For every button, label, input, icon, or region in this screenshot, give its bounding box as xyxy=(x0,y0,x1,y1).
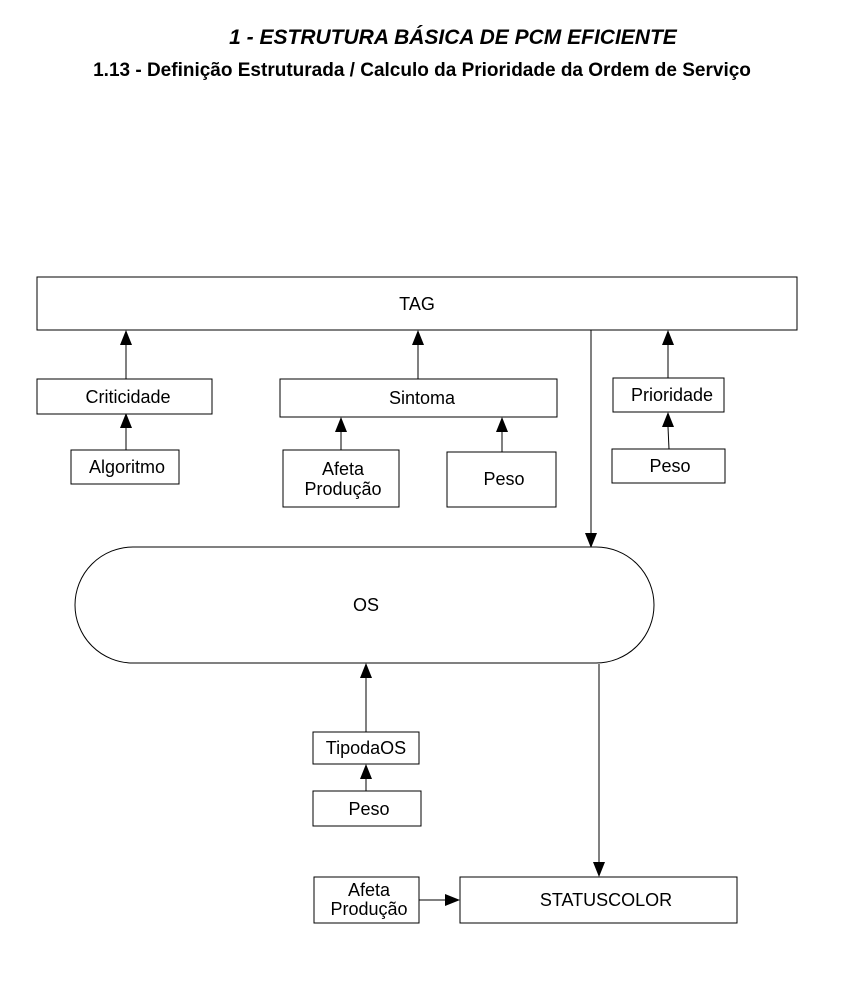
node-tag-label: TAG xyxy=(399,294,435,314)
node-prioridade-label: Prioridade xyxy=(631,385,713,405)
node-peso-tipo: Peso xyxy=(312,790,422,827)
node-tipo-da-os: TipodaOS xyxy=(312,731,420,765)
arrowhead-sintoma-right xyxy=(496,417,508,432)
node-afeta-producao-1: Afeta Produção xyxy=(282,449,400,508)
node-sintoma-label: Sintoma xyxy=(389,388,456,408)
node-algoritmo: Algoritmo xyxy=(70,449,180,485)
node-peso-prioridade-label: Peso xyxy=(649,456,690,476)
connectors xyxy=(120,330,674,906)
arrowhead-os-top xyxy=(585,533,597,548)
node-statuscolor: STATUSCOLOR xyxy=(459,876,738,924)
arrowhead-os-bottom xyxy=(360,663,372,678)
node-peso-prioridade: Peso xyxy=(611,448,726,484)
arrowhead-prioridade xyxy=(662,412,674,427)
node-tipo-da-os-label: TipodaOS xyxy=(326,738,406,758)
node-statuscolor-label: STATUSCOLOR xyxy=(540,890,672,910)
node-afeta-producao-2-line2: Produção xyxy=(330,899,407,919)
arrowhead-tag-criticidade xyxy=(120,330,132,345)
arrowhead-statuscolor-top xyxy=(593,862,605,877)
arrowhead-tag-sintoma xyxy=(412,330,424,345)
node-afeta-producao-2-line1: Afeta xyxy=(348,880,391,900)
arrowhead-sintoma-left xyxy=(335,417,347,432)
node-peso-sintoma: Peso xyxy=(446,451,557,508)
arrowhead-tipo xyxy=(360,764,372,779)
arrowhead-criticidade xyxy=(120,413,132,428)
node-afeta-producao-1-line2: Produção xyxy=(304,479,381,499)
page-subtitle: 1.13 - Definição Estruturada / Calculo d… xyxy=(93,60,751,81)
edge-peso-to-prioridade xyxy=(667,426,670,450)
node-os-label: OS xyxy=(353,595,379,615)
node-peso-tipo-label: Peso xyxy=(348,799,389,819)
node-tag: TAG xyxy=(36,276,798,331)
arrowhead-statuscolor-left xyxy=(445,894,460,906)
node-afeta-producao-1-line1: Afeta xyxy=(322,459,365,479)
node-criticidade-label: Criticidade xyxy=(85,387,170,407)
arrowhead-tag-prioridade xyxy=(662,330,674,345)
node-peso-sintoma-label: Peso xyxy=(483,469,524,489)
node-os: OS xyxy=(74,546,655,664)
node-criticidade: Criticidade xyxy=(36,378,213,415)
node-prioridade: Prioridade xyxy=(612,377,725,413)
node-sintoma: Sintoma xyxy=(279,378,558,418)
page-title: 1 - ESTRUTURA BÁSICA DE PCM EFICIENTE xyxy=(229,26,677,49)
node-afeta-producao-2: Afeta Produção xyxy=(313,876,420,924)
node-algoritmo-label: Algoritmo xyxy=(89,457,165,477)
